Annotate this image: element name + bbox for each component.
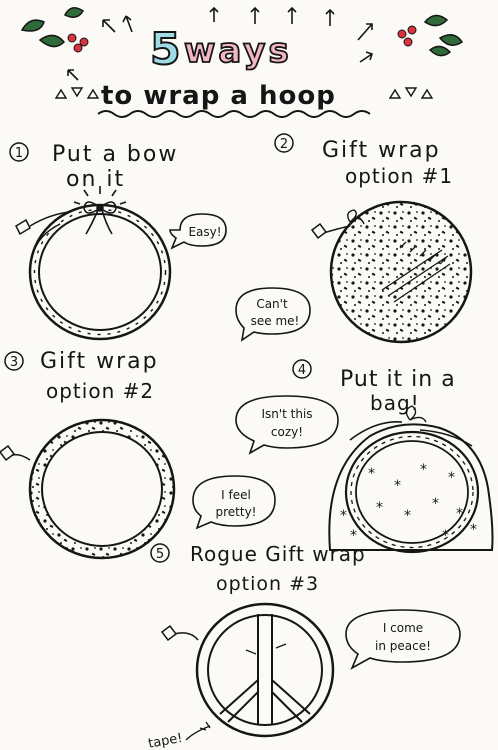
step-title-line2: option #1: [345, 164, 453, 188]
svg-text:*: *: [404, 508, 411, 524]
step-title-line1: Gift wrap: [40, 349, 159, 374]
step-title-line2: option #3: [216, 573, 319, 595]
step-number-badge: [9, 142, 29, 162]
svg-text:*: *: [442, 528, 449, 544]
step-5: 5 Rogue Gift wrap option #3 tape! I come…: [147, 542, 461, 750]
step-number: 3: [10, 355, 18, 370]
speech-bubble: [345, 609, 461, 670]
svg-text:*: *: [432, 496, 439, 512]
embroidery-hoop: [28, 203, 172, 341]
svg-text:*: *: [350, 528, 357, 544]
step-number: 5: [156, 547, 164, 562]
bubble-text: Easy!: [188, 225, 221, 239]
step-title-line1: Rogue Gift wrap: [190, 542, 366, 566]
step-title-line1: Gift wrap: [322, 138, 441, 163]
step-number-badge: [4, 351, 24, 371]
step-number: 4: [298, 363, 306, 378]
speech-bubble: [169, 213, 227, 250]
bubble-text-line2: in peace!: [375, 639, 431, 653]
holly-icon: [20, 7, 89, 53]
title-number: 5: [150, 24, 181, 75]
peace-sign-icon: [219, 614, 311, 724]
bubble-text-line1: I come: [383, 621, 423, 635]
step-3: 3 Gift wrap option #2 I feel pretty!: [0, 349, 276, 560]
step-number: 1: [15, 146, 23, 161]
svg-text:*: *: [456, 506, 463, 522]
svg-text:*: *: [394, 478, 401, 494]
speech-bubble: [235, 287, 311, 342]
step-title-line1: Put a bow: [52, 142, 178, 167]
embroidery-hoop: [195, 602, 335, 738]
step-2: 2 Gift wrap option #1 Can't see me!: [235, 133, 473, 344]
step-title-line2: bag!: [370, 391, 420, 415]
wrapped-hoop: [329, 200, 473, 344]
bubble-text-line1: Can't: [256, 297, 288, 311]
speech-bubble: [192, 475, 276, 530]
step-title-line2: option #2: [46, 379, 154, 403]
step-4: 4 Put it in a bag! *** *** *** *** Isn't…: [235, 359, 494, 554]
bubble-text-line2: cozy!: [271, 425, 303, 439]
step-number: 2: [280, 137, 288, 152]
svg-text:*: *: [420, 462, 427, 478]
annotation-note: tape!: [147, 731, 184, 750]
bubble-text-line2: pretty!: [216, 505, 257, 519]
star-pattern: *** *** *** ***: [340, 462, 477, 544]
title-word: ways: [184, 31, 292, 71]
svg-text:*: *: [448, 470, 455, 486]
bow-icon: [73, 186, 127, 235]
svg-text:*: *: [376, 500, 383, 516]
wavy-underline-icon: [97, 110, 371, 118]
svg-text:*: *: [368, 466, 375, 482]
gift-bag: [328, 423, 494, 551]
embroidery-hoop: [344, 430, 480, 554]
bubble-text-line1: I feel: [221, 488, 251, 502]
step-number-badge: [150, 543, 170, 563]
speech-bubble: [235, 395, 339, 455]
bubble-text-line2: see me!: [251, 314, 300, 328]
arrow-icon: [67, 6, 374, 81]
embroidery-hoop: [28, 418, 176, 560]
step-number-badge: [292, 359, 312, 379]
step-number-badge: [274, 133, 294, 153]
holly-icon: [397, 14, 464, 57]
step-title-line1: Put it in a: [340, 367, 456, 392]
bubble-text-line1: Isn't this: [261, 407, 312, 421]
svg-text:*: *: [340, 508, 347, 524]
step-title-line2: on it: [66, 167, 125, 192]
svg-text:*: *: [470, 522, 477, 538]
step-1: 1 Put a bow on it Easy!: [9, 142, 227, 341]
triangle-icon: [54, 87, 434, 99]
subtitle: to wrap a hoop: [101, 81, 336, 111]
